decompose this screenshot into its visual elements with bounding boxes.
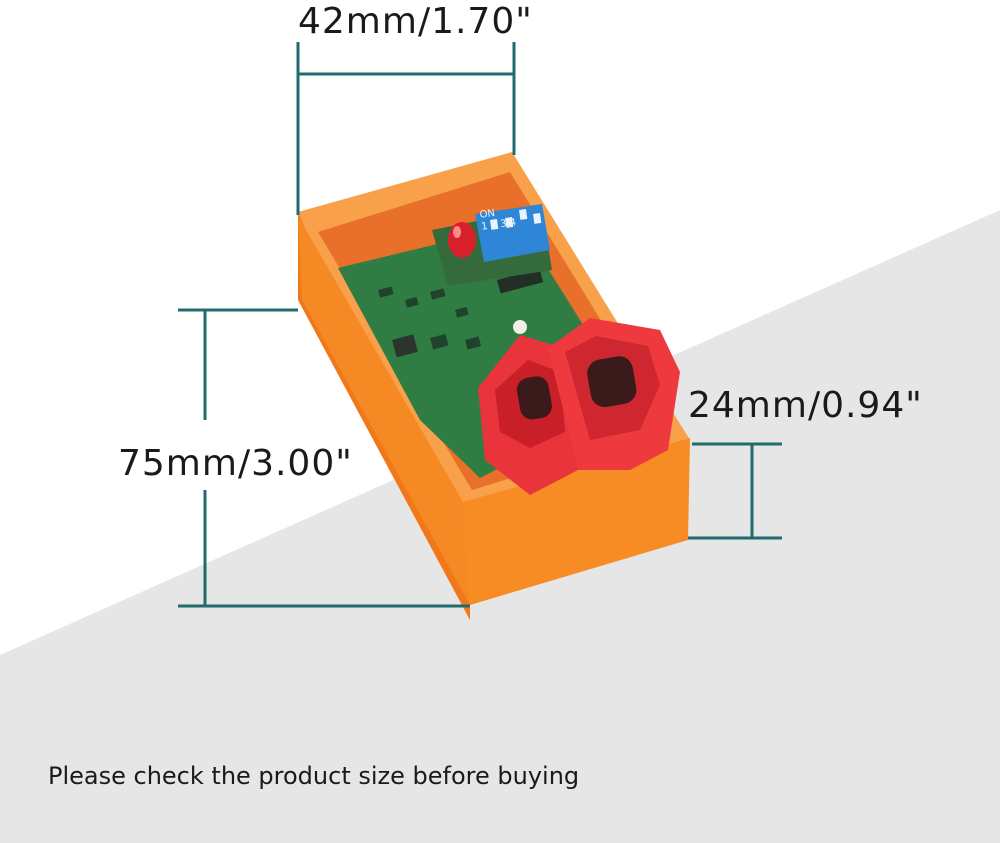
dimension-width	[296, 42, 516, 215]
length-dimension-label: 75mm/3.00"	[118, 443, 353, 484]
connector-left	[478, 335, 578, 495]
caption-text: Please check the product size before buy…	[48, 762, 580, 790]
cdi-module	[298, 152, 690, 620]
dip-switch-levers	[490, 209, 542, 230]
red-led	[448, 222, 476, 258]
dimension-length	[178, 308, 470, 608]
led-highlight	[453, 226, 461, 238]
white-dot	[513, 320, 527, 334]
dip-switch	[475, 204, 550, 262]
dimension-height	[688, 442, 782, 540]
housing-right-face	[463, 438, 690, 605]
connector-right	[548, 318, 680, 470]
height-dimension-label: 24mm/0.94"	[688, 385, 923, 426]
pcb-components	[377, 268, 544, 358]
housing-front-face	[298, 216, 470, 605]
width-dimension-label: 42mm/1.70"	[298, 1, 533, 42]
